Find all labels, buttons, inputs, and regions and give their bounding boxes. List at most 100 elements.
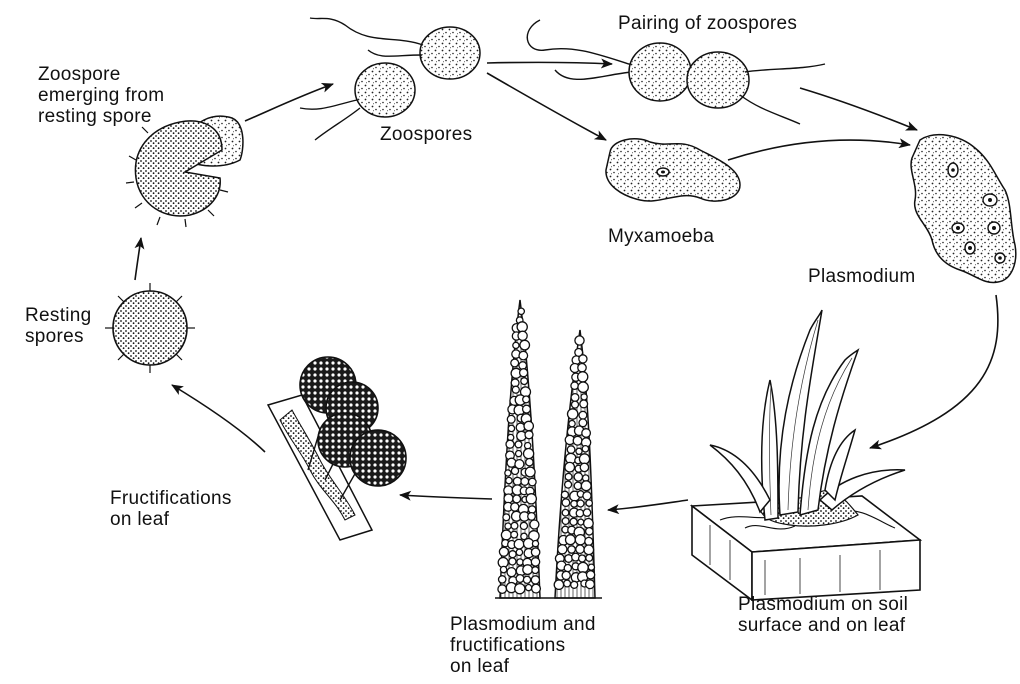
fructification-bead xyxy=(531,558,539,566)
arrow-leaf-to-resting-spores xyxy=(172,385,265,452)
fructification-bead xyxy=(518,331,527,340)
fructification-bead xyxy=(586,580,595,589)
fructification-bead xyxy=(571,581,578,588)
fructification-bead xyxy=(578,519,584,525)
fructification-bead xyxy=(498,585,507,594)
fructification-bead xyxy=(524,449,534,459)
fructification-stalks-illustration xyxy=(495,300,602,598)
fructification-bead xyxy=(508,425,514,431)
fructification-bead xyxy=(579,411,587,419)
arrow-zoospores-to-pairing xyxy=(487,62,612,64)
arrow-myxamoeba-to-plasmodium xyxy=(728,140,910,160)
fructification-bead xyxy=(574,473,582,481)
fructification-bead xyxy=(565,481,572,488)
fructification-bead xyxy=(511,503,519,511)
fructification-bead xyxy=(572,401,579,408)
fructification-bead xyxy=(564,580,571,587)
fructification-bead xyxy=(579,555,586,562)
fructification-bead xyxy=(509,558,516,565)
fructification-bead xyxy=(570,518,577,525)
plasmodium-illustration xyxy=(911,135,1016,283)
fructification-bead xyxy=(520,522,527,529)
resting-spore-illustration xyxy=(105,283,195,373)
fructification-bead xyxy=(561,491,568,498)
label-pairing-of-zoospores: Pairing of zoospores xyxy=(618,13,797,34)
fructification-bead xyxy=(580,463,588,471)
fructification-bead xyxy=(583,509,590,516)
fructification-bead xyxy=(507,415,515,423)
fructification-bead xyxy=(520,340,530,350)
fructification-bead xyxy=(499,576,506,583)
fructification-bead xyxy=(578,382,588,392)
leaves-illustration xyxy=(710,310,905,520)
fructification-bead xyxy=(529,478,537,486)
fructification-bead xyxy=(506,477,512,483)
fructification-bead xyxy=(576,448,582,454)
arrow-stalks-to-leaf-fructifications xyxy=(400,495,492,499)
fructification-bead xyxy=(511,359,519,367)
label-myxamoeba: Myxamoeba xyxy=(608,226,714,247)
pairing-zoospores-illustration xyxy=(527,20,825,124)
label-plasmodium-and-fructifications: Plasmodium and fructifications on leaf xyxy=(450,614,596,677)
arrow-soil-to-fructification-stalks xyxy=(608,500,688,510)
fructification-bead xyxy=(584,519,594,529)
zoospore-emerging-illustration xyxy=(126,116,243,227)
label-plasmodium: Plasmodium xyxy=(808,266,916,287)
fructification-bead xyxy=(579,355,587,363)
fructification-bead xyxy=(513,495,521,503)
fructification-bead xyxy=(579,454,589,464)
fructification-bead xyxy=(523,405,531,413)
fructification-bead xyxy=(575,336,584,345)
fructification-bead xyxy=(515,441,522,448)
fructification-bead xyxy=(532,567,539,574)
fructification-bead xyxy=(526,494,536,504)
fructification-bead xyxy=(516,451,522,457)
fructification-bead xyxy=(562,509,569,516)
fructification-bead xyxy=(574,482,581,489)
fructification-bead xyxy=(506,440,514,448)
fructification-bead xyxy=(515,584,525,594)
fructification-bead xyxy=(524,421,533,430)
leaf-fructifications-illustration xyxy=(268,357,406,540)
fructification-bead xyxy=(520,369,528,377)
fructification-bead xyxy=(516,575,524,583)
fructification-bead xyxy=(562,571,570,579)
fructification-bead xyxy=(573,436,582,445)
fructification-bead xyxy=(581,394,587,400)
fructification-bead xyxy=(565,473,572,480)
fructification-bead xyxy=(578,364,586,372)
fructification-bead xyxy=(571,382,578,389)
fructification-bead xyxy=(558,545,567,554)
fructification-bead xyxy=(582,446,588,452)
label-resting-spores: Resting spores xyxy=(25,305,92,347)
fructification-bead xyxy=(504,494,513,503)
fructification-bead xyxy=(569,421,575,427)
fructification-bead xyxy=(516,423,525,432)
fructification-bead xyxy=(578,372,588,382)
fructification-bead xyxy=(586,500,592,506)
fructification-bead xyxy=(523,565,533,575)
fructification-bead xyxy=(526,585,532,591)
fructification-bead xyxy=(511,467,518,474)
fructification-bead xyxy=(568,409,578,419)
fructification-bead xyxy=(499,547,508,556)
fructification-bead xyxy=(531,576,539,584)
fructification-bead xyxy=(517,322,527,332)
fructification-bead xyxy=(530,520,539,529)
fructification-bead xyxy=(565,462,575,472)
fructification-bead xyxy=(523,576,530,583)
fructification-bead xyxy=(513,477,521,485)
fructification-bead xyxy=(518,308,524,314)
arrow-plasmodium-to-soil xyxy=(870,295,998,448)
fructification-bead xyxy=(525,467,535,477)
fructification-bead xyxy=(519,351,528,360)
fructification-bead xyxy=(532,541,538,547)
fructification-bead xyxy=(564,565,571,572)
fructification-bead xyxy=(583,492,591,500)
label-zoospore-emerging: Zoospore emerging from resting spore xyxy=(38,64,164,127)
fructification-bead xyxy=(585,537,593,545)
fructification-bead xyxy=(532,584,541,593)
label-fructifications-on-leaf: Fructifications on leaf xyxy=(110,488,232,530)
fructification-bead xyxy=(516,549,522,555)
fructification-bead xyxy=(584,545,594,555)
